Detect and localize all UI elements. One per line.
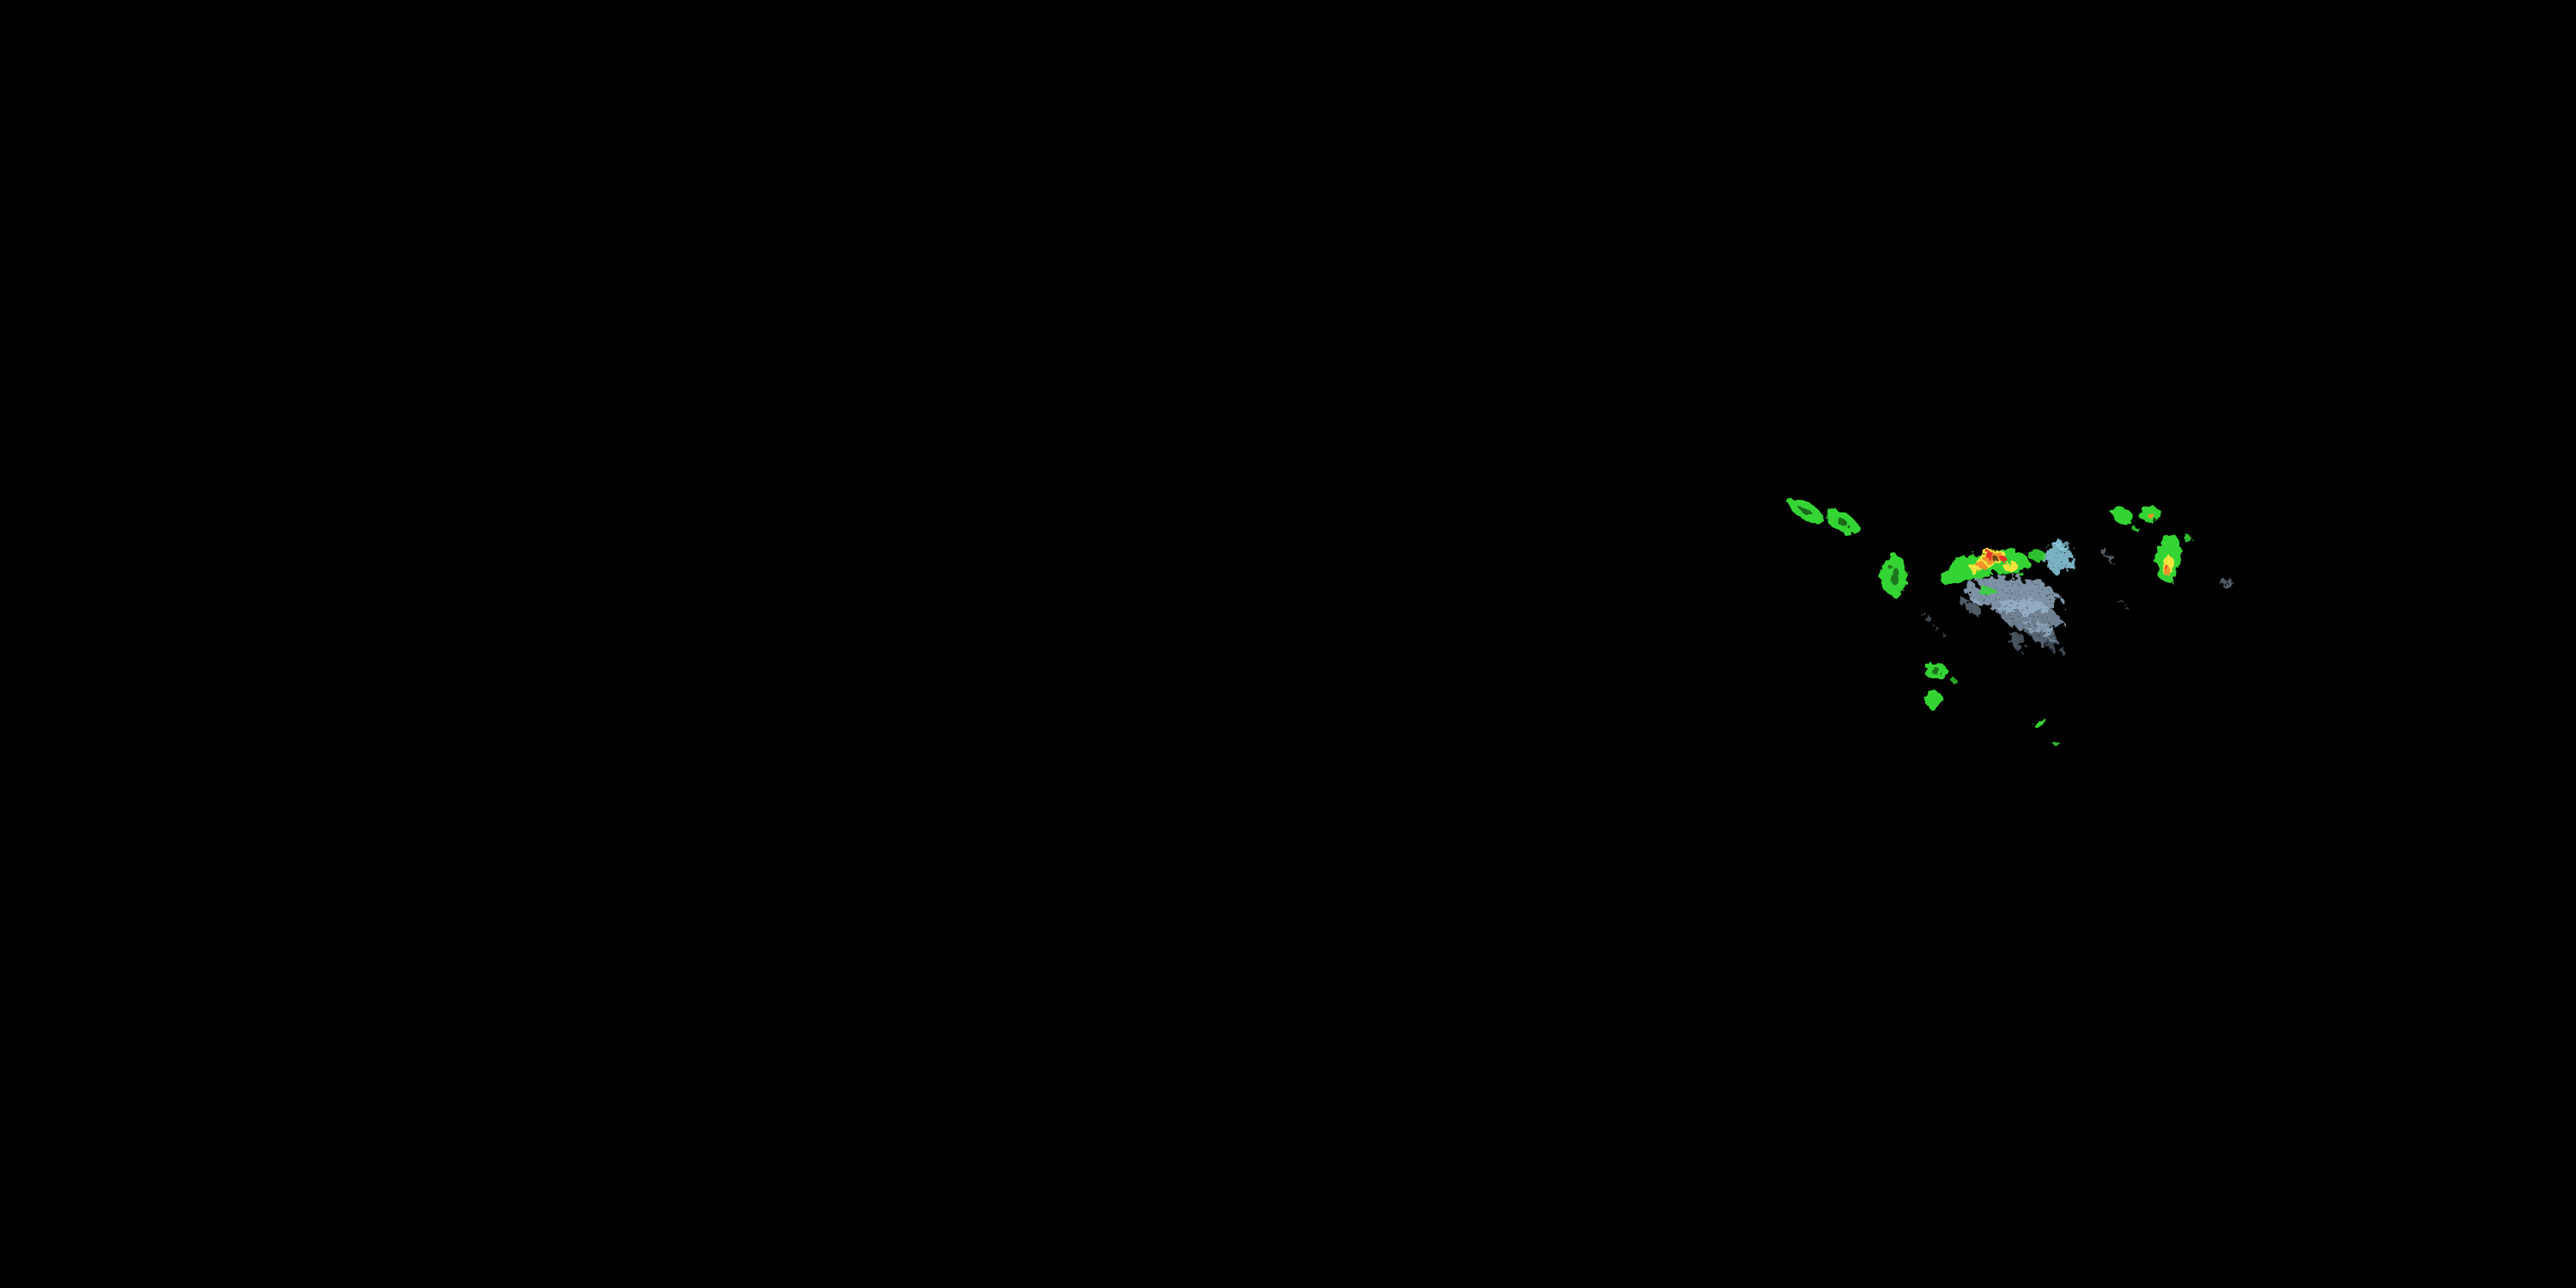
radar-echo-main-trail-wisp-b: [2049, 639, 2059, 653]
radar-echo-main-green-s: [1979, 587, 1996, 596]
radar-echo-south-green-b: [1926, 690, 1941, 710]
radar-echo-main-red-b: [2001, 557, 2008, 562]
radar-echo-speck-south-pale: [2119, 602, 2126, 607]
radar-echo-main-trail-west: [1963, 598, 1980, 611]
radar-echo-main-cyan-top: [2057, 541, 2070, 550]
radar-echo-east-red-dot: [2165, 565, 2168, 570]
radar-echo-speck-east-pale: [2105, 554, 2114, 561]
radar-echo-west-streak-b-core: [1835, 517, 1849, 527]
radar-echo-west-streak-a-core: [1799, 506, 1813, 516]
radar-echo-south-green-c: [1951, 677, 1956, 683]
radar-echo-south-a-core: [1931, 667, 1940, 674]
radar-echo-layer-trace: [1925, 541, 2233, 653]
radar-echo-layer-shadow: [1799, 506, 2000, 674]
radar-echo-west-small-core: [1889, 567, 1899, 584]
radar-echo-south-green-dash: [2032, 719, 2048, 727]
radar-echo-east-orange-dot: [2148, 513, 2155, 519]
radar-echo-main-trail-tail: [2026, 622, 2057, 646]
radar-echo-main-cyan-patch: [2044, 544, 2072, 573]
radar-echo-main-green-sw: [1940, 570, 1964, 586]
radar-echo-main-orange-w: [1977, 562, 1985, 568]
radar-echo-east-green-tiny: [2183, 535, 2191, 542]
radar-echo-main-yellow-e: [2003, 562, 2019, 572]
radar-echo-main-red-a: [1985, 552, 1994, 559]
radar-echo-speck-west-a: [1925, 617, 1932, 622]
radar-echo-main-trail-wisp-a: [2011, 632, 2025, 649]
radar-echo-main-core-shadow: [1993, 557, 2000, 562]
radar-echo-main-green-ne: [2028, 550, 2045, 562]
radar-echo-south-green-tiny: [2052, 740, 2059, 745]
radar-echo-speck-far-east: [2221, 579, 2233, 587]
radar-echo-speck-west-b: [1936, 629, 1941, 634]
radar-echo-main-yellow-w: [1970, 566, 1982, 574]
radar-echo-east-green-c: [2132, 526, 2139, 532]
radar-echo-east-green-a: [2110, 507, 2136, 526]
